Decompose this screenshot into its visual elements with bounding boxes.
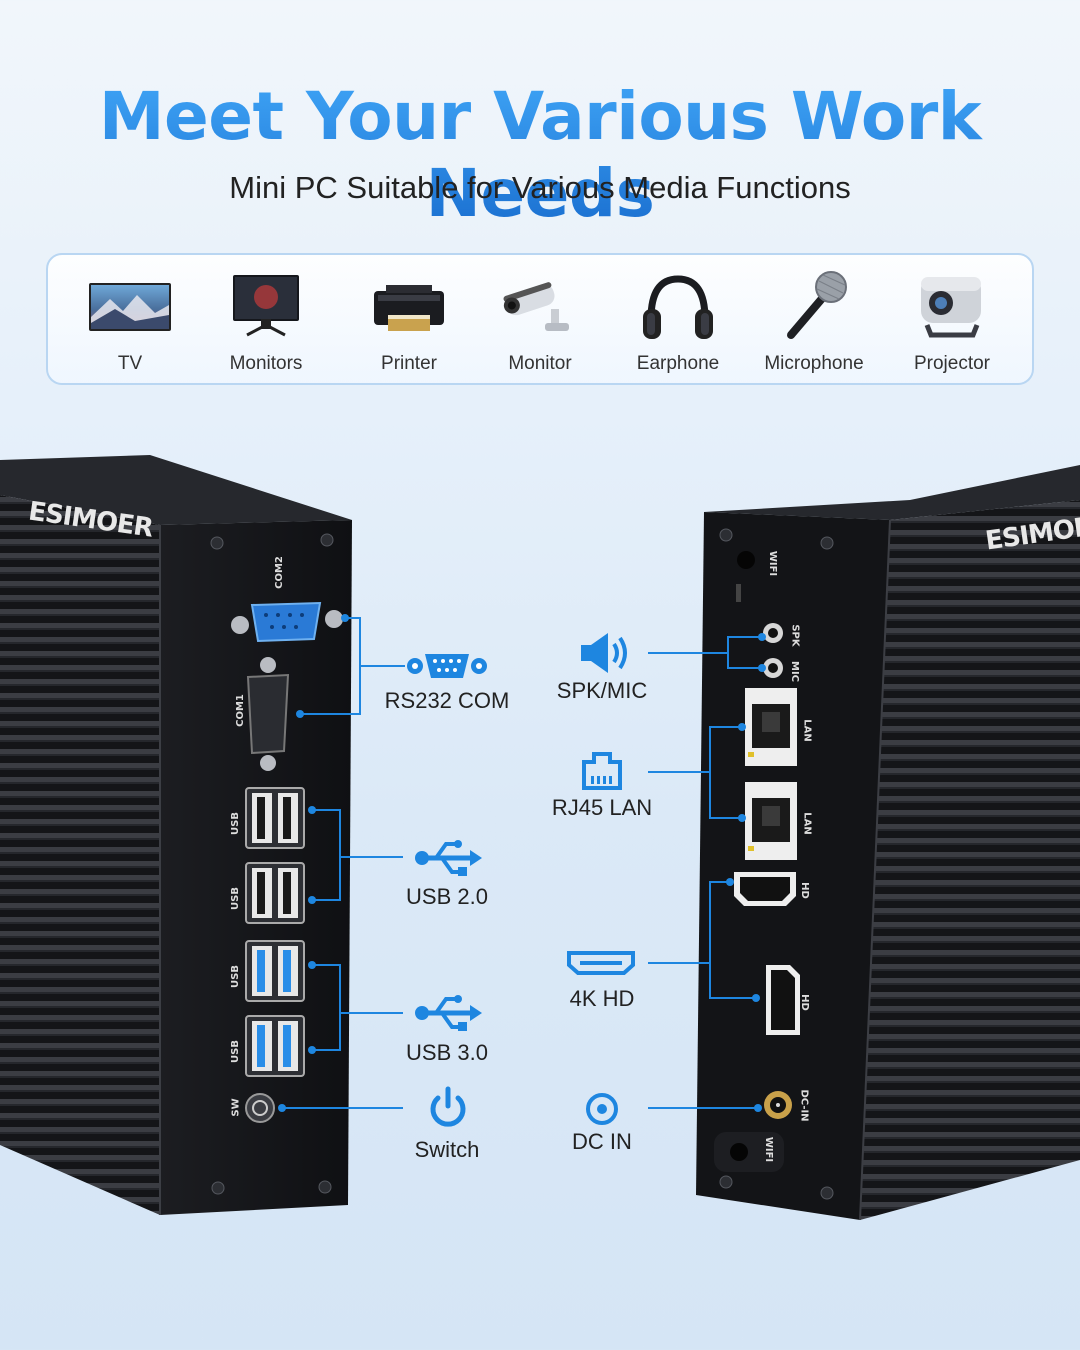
feature-label-4k-hd: 4K HD — [569, 986, 635, 1011]
usb-icon — [415, 840, 482, 876]
serial-port-icon — [407, 654, 487, 678]
right-mini-pc — [696, 465, 1080, 1221]
page-subtitle: Mini PC Suitable for Various Media Funct… — [229, 170, 851, 205]
device-label: TV — [117, 353, 143, 374]
feature-label-dc-in: DC IN — [572, 1129, 632, 1154]
headphones-icon — [643, 275, 713, 339]
device-earphone: Earphone — [608, 269, 748, 379]
projector-icon — [921, 277, 981, 338]
speaker-icon — [581, 633, 627, 673]
device-label: Projector — [913, 353, 991, 374]
usb-icon — [415, 995, 482, 1031]
left-mini-pc — [0, 455, 352, 1215]
device-printer: Printer — [339, 269, 479, 379]
device-label: Monitors — [229, 353, 303, 374]
feature-label-spk-mic: SPK/MIC — [556, 678, 648, 703]
ethernet-icon — [582, 752, 622, 790]
device-tv: TV — [60, 269, 200, 379]
device-monitors: Monitors — [196, 269, 336, 379]
device-security-camera: Monitor — [470, 269, 610, 379]
feature-label-switch: Switch — [414, 1137, 480, 1162]
page-title: Meet Your Various Work Needs — [0, 78, 1080, 232]
feature-label-usb3: USB 3.0 — [406, 1040, 488, 1065]
security-camera-icon — [503, 282, 569, 331]
device-label: Monitor — [508, 353, 572, 374]
device-microphone: Microphone — [744, 269, 884, 379]
microphone-icon — [787, 271, 847, 339]
feature-label-usb2: USB 2.0 — [406, 884, 488, 909]
feature-label-rj45: RJ45 LAN — [551, 795, 653, 820]
device-label: Earphone — [636, 353, 720, 374]
dc-in-icon — [586, 1093, 618, 1125]
printer-icon — [374, 285, 444, 331]
power-icon — [430, 1086, 466, 1127]
device-label: Microphone — [764, 353, 864, 374]
hdmi-icon — [567, 951, 635, 975]
feature-label-rs232: RS232 COM — [384, 688, 510, 713]
tv-icon — [89, 283, 171, 331]
devices-panel: TV Monitors Printer — [46, 253, 1034, 385]
device-label: Printer — [381, 353, 437, 374]
device-projector: Projector — [882, 269, 1022, 379]
monitor-display-icon — [233, 275, 299, 337]
